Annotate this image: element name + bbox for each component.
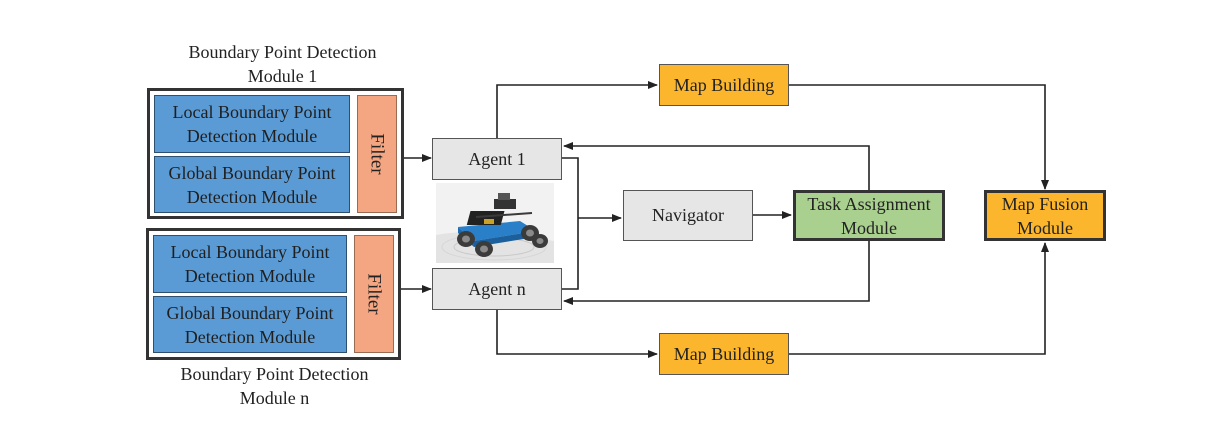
modulen-caption-line1: Boundary Point Detection [180, 364, 369, 384]
module1-caption-line2: Module 1 [247, 66, 318, 86]
agent-1-label: Agent 1 [468, 148, 526, 169]
map-building-top: Map Building [659, 64, 789, 106]
filter-module-1: Filter [357, 95, 397, 213]
local-boundary-module-n: Local Boundary Point Detection Module [153, 235, 347, 293]
map-building-bottom-label: Map Building [673, 343, 775, 364]
module1-caption: Boundary Point Detection Module 1 [150, 40, 415, 88]
global-modulen-line1: Global Boundary Point [166, 302, 334, 323]
filter-modulen-label: Filter [364, 273, 386, 315]
task-assignment-line2: Module [841, 217, 897, 238]
local-modulen-line2: Detection Module [184, 266, 316, 286]
task-assignment-line1: Task Assignment [807, 193, 931, 214]
global-boundary-module-1: Global Boundary Point Detection Module [154, 156, 350, 213]
arrow-agentn-to-map-building-bottom [496, 309, 658, 358]
navigator-label: Navigator [652, 205, 724, 225]
boundary-module-n [146, 228, 401, 360]
robot-image [436, 183, 554, 263]
arrow-agent1-to-map-building-top [496, 81, 658, 138]
module1-caption-line1: Boundary Point Detection [188, 42, 377, 62]
filter-module1-label: Filter [367, 133, 389, 175]
arrow-map-building-bottom-to-fusion [789, 242, 1049, 355]
global-boundary-module-n: Global Boundary Point Detection Module [153, 296, 347, 353]
agent-n: Agent n [432, 268, 562, 310]
agent-n-label: Agent n [468, 278, 526, 299]
arrow-task-to-agentn [563, 241, 870, 305]
map-building-top-label: Map Building [673, 74, 775, 95]
arrow-task-to-agent1 [563, 142, 870, 190]
map-fusion-line1: Map Fusion [1001, 193, 1089, 214]
global-module1-line2: Detection Module [186, 186, 318, 207]
task-assignment-module: Task Assignment Module [793, 190, 945, 241]
map-fusion-module: Map Fusion Module [984, 190, 1106, 241]
agent-1: Agent 1 [432, 138, 562, 180]
arrow-map-building-top-to-fusion [789, 84, 1049, 190]
local-module1-line1: Local Boundary Point [172, 102, 332, 122]
local-modulen-line1: Local Boundary Point [170, 242, 330, 262]
modulen-caption: Boundary Point Detection Module n [142, 362, 407, 410]
local-module1-line2: Detection Module [186, 126, 318, 146]
map-building-bottom: Map Building [659, 333, 789, 375]
navigator: Navigator [623, 190, 753, 241]
global-modulen-line2: Detection Module [184, 326, 316, 347]
filter-module-n: Filter [354, 235, 394, 353]
global-module1-line1: Global Boundary Point [168, 162, 336, 183]
connector-agent1-to-junction [562, 157, 579, 290]
local-boundary-module-1: Local Boundary Point Detection Module [154, 95, 350, 153]
modulen-caption-line2: Module n [239, 388, 310, 408]
boundary-module-1 [147, 88, 404, 219]
map-fusion-line2: Module [1017, 217, 1073, 238]
